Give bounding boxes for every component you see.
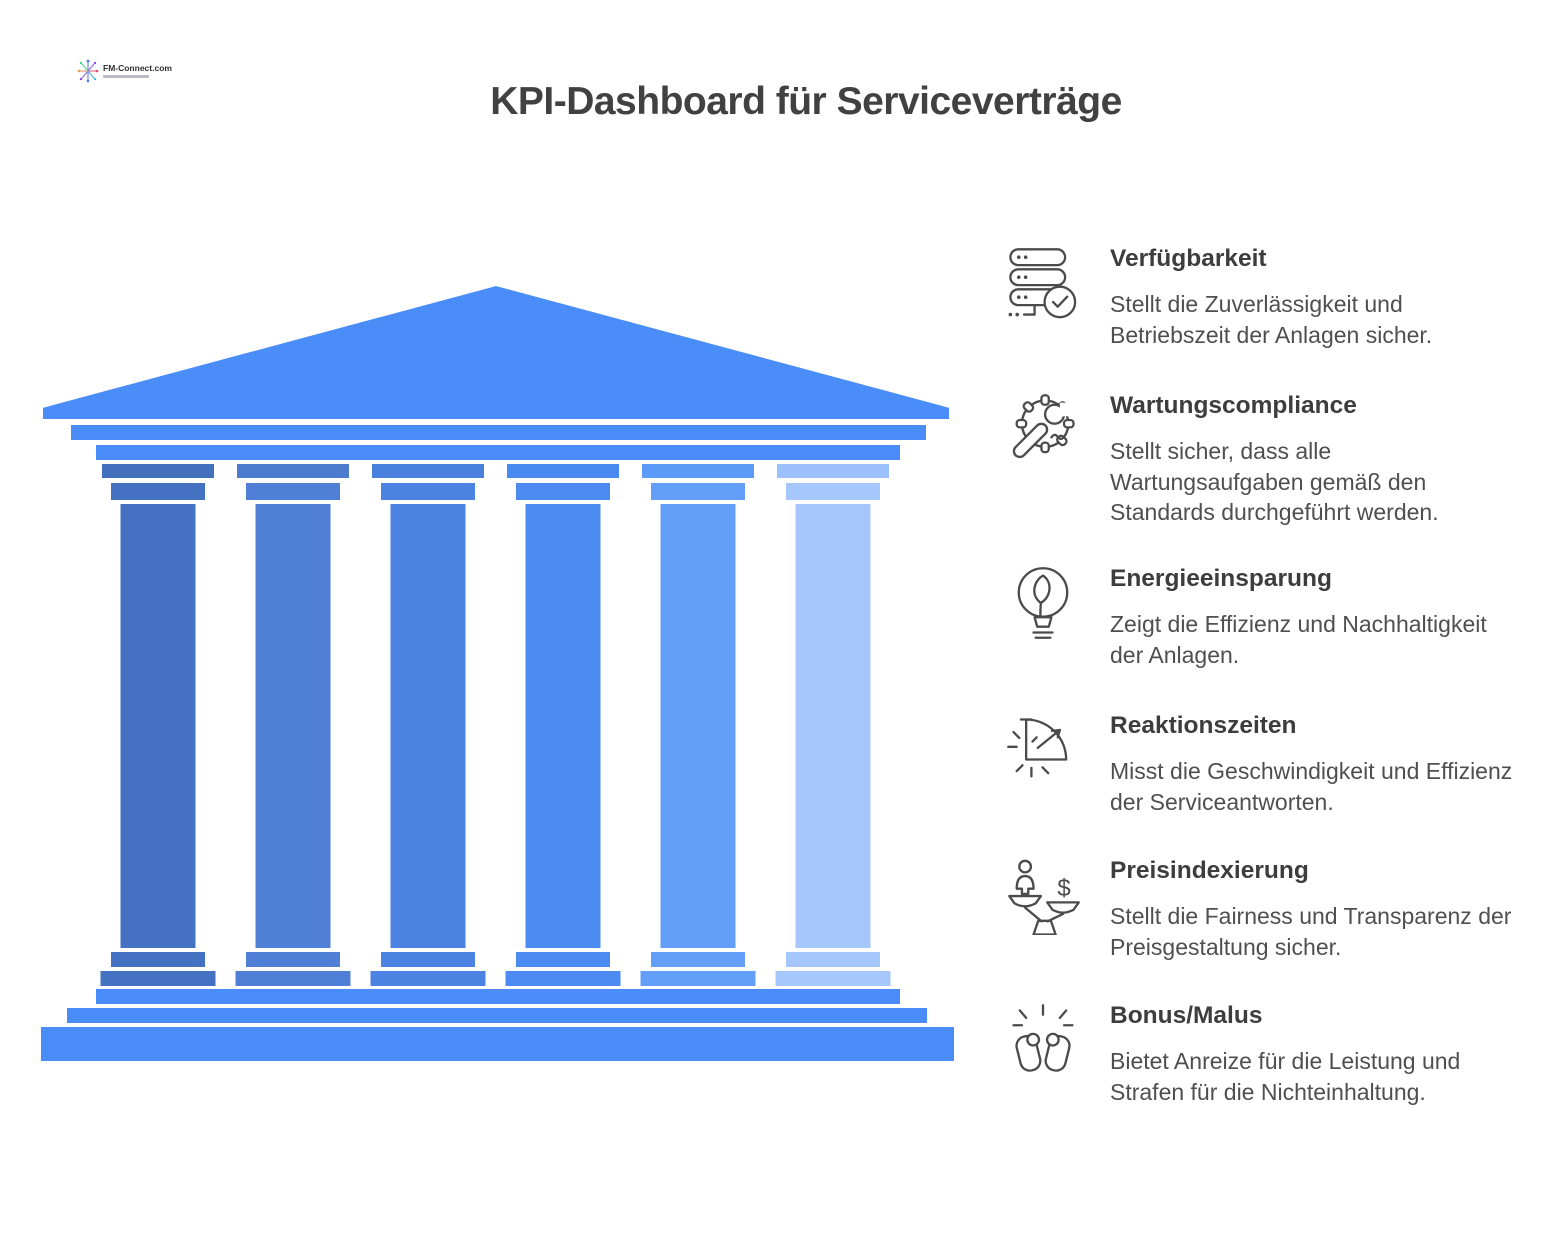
pillar-5-capital-top	[640, 462, 756, 480]
pillar-2-base-bottom	[233, 969, 353, 988]
pillar-3-capital-top	[370, 462, 486, 480]
pillar-6-base-bottom	[773, 969, 893, 988]
kpi-item-wartungscompliance: Wartungscompliance Stellt sicher, dass a…	[1003, 390, 1515, 528]
pillar-4-capital-mid	[514, 481, 612, 502]
pillar-6-capital-top	[775, 462, 891, 480]
pillar-3-shaft	[388, 502, 468, 950]
pillar-2-shaft	[253, 502, 333, 950]
pediment	[41, 283, 951, 421]
pillar-5-shaft	[658, 502, 738, 950]
pillar-4-base-top	[514, 950, 612, 969]
svg-text:$: $	[1057, 875, 1071, 902]
pillar-5-base-top	[649, 950, 747, 969]
kpi-title: Reaktionszeiten	[1110, 712, 1297, 739]
kpi-title: Preisindexierung	[1110, 857, 1309, 884]
kpi-item-bonus-malus: Bonus/Malus Bietet Anreize für die Leist…	[1003, 1000, 1515, 1107]
pillar-6-shaft	[793, 502, 873, 950]
logo-text: FM-Connect.com	[103, 63, 172, 73]
kpi-title: Verfügbarkeit	[1110, 245, 1267, 272]
logo-starburst-icon	[77, 59, 99, 83]
gear-wrench-icon	[1012, 394, 1075, 459]
step-3	[39, 1025, 956, 1063]
kpi-description: Misst die Geschwindigkeit und Effizienz …	[1110, 758, 1513, 815]
frieze	[94, 443, 902, 462]
pillar-2-base-top	[244, 950, 342, 969]
pillar-4-capital-top	[505, 462, 621, 480]
pillar-5-base-bottom	[638, 969, 758, 988]
step-1	[94, 987, 902, 1006]
kpi-title: Energieeinsparung	[1110, 565, 1332, 592]
kpi-description: Stellt die Fairness und Transparenz der …	[1110, 903, 1512, 960]
logo-tagline	[103, 75, 149, 78]
timer-icon	[1007, 718, 1068, 778]
scale-icon: $	[1008, 859, 1080, 935]
pillar-1-shaft	[118, 502, 198, 950]
kpi-description: Bietet Anreize für die Leistung und Stra…	[1110, 1048, 1461, 1105]
pillar-1-base-top	[109, 950, 207, 969]
pillar-3-capital-mid	[379, 481, 477, 502]
pillar-6-capital-mid	[784, 481, 882, 502]
kpi-description: Stellt sicher, dass alle Wartungsaufgabe…	[1110, 438, 1439, 525]
clap-icon	[1012, 1004, 1074, 1072]
bulb-leaf-icon	[1017, 567, 1069, 639]
pillar-4-base-bottom	[503, 969, 623, 988]
step-2	[65, 1006, 929, 1025]
server-check-icon	[1008, 248, 1077, 319]
kpi-item-energieeinsparung: Energieeinsparung Zeigt die Effizienz un…	[1003, 563, 1515, 670]
kpi-item-reaktionszeiten: Reaktionszeiten Misst die Geschwindigkei…	[1003, 710, 1515, 817]
pillar-1-capital-top	[100, 462, 216, 480]
kpi-title: Wartungscompliance	[1110, 392, 1357, 419]
kpi-item-verfuegbarkeit: Verfügbarkeit Stellt die Zuverlässigkeit…	[1003, 243, 1515, 350]
logo: FM-Connect.com	[76, 58, 172, 84]
kpi-item-preisindexierung: $ Preisindexierung Stellt die Fairness u…	[1003, 855, 1515, 962]
pillar-1-capital-mid	[109, 481, 207, 502]
pillar-3-base-bottom	[368, 969, 488, 988]
kpi-description: Zeigt die Effizienz und Nachhaltigkeit d…	[1110, 611, 1487, 668]
pillar-4-shaft	[523, 502, 603, 950]
pillar-3-base-top	[379, 950, 477, 969]
architrave	[69, 423, 928, 442]
pillar-2-capital-mid	[244, 481, 342, 502]
kpi-title: Bonus/Malus	[1110, 1002, 1263, 1029]
pillar-1-base-bottom	[98, 969, 218, 988]
pillar-2-capital-top	[235, 462, 351, 480]
pillar-6-base-top	[784, 950, 882, 969]
pillar-5-capital-mid	[649, 481, 747, 502]
kpi-description: Stellt die Zuverlässigkeit und Betriebsz…	[1110, 291, 1433, 348]
page-title: KPI-Dashboard für Serviceverträge	[490, 80, 1122, 123]
